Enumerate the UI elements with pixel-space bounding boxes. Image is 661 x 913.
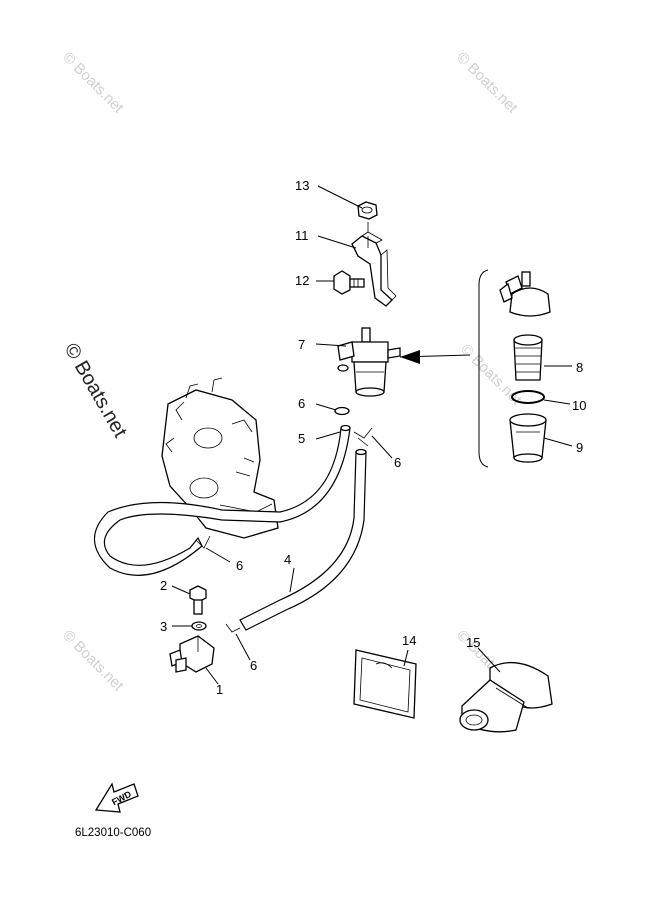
- fwd-arrow-icon: FWD: [94, 782, 139, 813]
- pointer-arrow-icon: [400, 350, 420, 364]
- clip-6-right: [353, 427, 373, 447]
- diagram-code: 6L23010-C060: [75, 827, 151, 839]
- callout-2: 2: [160, 578, 167, 593]
- callout-10: 10: [572, 398, 586, 413]
- watermark-large: © Boats.net: [60, 340, 132, 442]
- callout-12: 12: [295, 273, 309, 288]
- clips: [195, 406, 373, 633]
- callout-8: 8: [576, 360, 583, 375]
- callout-11: 11: [295, 228, 309, 243]
- callout-13: 13: [295, 178, 309, 193]
- part-10-o-ring: [511, 390, 545, 404]
- callout-9: 9: [576, 440, 583, 455]
- callout-7: 7: [298, 337, 305, 352]
- part-9-filter-cup: [509, 413, 547, 463]
- part-7-fuel-filter: [337, 327, 401, 397]
- clip-6-lower: [195, 535, 211, 549]
- part-12-screw: [333, 270, 365, 295]
- part-5-hose: [93, 424, 351, 576]
- callout-6-upper: 6: [298, 396, 305, 411]
- leader-lines: [171, 185, 573, 685]
- part-3-washer: [191, 621, 207, 631]
- callout-6-lower: 6: [236, 558, 243, 573]
- callout-5: 5: [298, 431, 305, 446]
- detail-filter-head: [499, 271, 551, 317]
- clip-6-upper: [334, 406, 350, 416]
- watermark-bottom-left: © Boats.net: [59, 627, 127, 695]
- callout-4: 4: [284, 552, 291, 567]
- detail-bracket: [399, 269, 489, 468]
- part-15-cover: [459, 662, 553, 733]
- callout-15: 15: [466, 635, 480, 650]
- callout-6-bottom: 6: [250, 658, 257, 673]
- part-14-label: [353, 649, 417, 719]
- part-4-hose: [239, 448, 367, 631]
- watermark-top-left: © Boats.net: [59, 49, 127, 117]
- part-11-bracket: [351, 231, 397, 307]
- clip-6-bottom: [225, 623, 241, 633]
- callouts: 13 11 12 7 6 5 6 6 4 2 3 6 1 8 10 9 14 1…: [160, 178, 586, 697]
- watermark-top-right: © Boats.net: [453, 49, 521, 117]
- part-1-joint: [169, 635, 215, 673]
- engine-block: [161, 377, 279, 539]
- callout-6-right: 6: [394, 455, 401, 470]
- callout-3: 3: [160, 619, 167, 634]
- callout-1: 1: [216, 682, 223, 697]
- part-2-bolt: [189, 585, 207, 615]
- part-13-nut: [357, 201, 378, 232]
- part-8-filter-element: [513, 334, 543, 381]
- callout-14: 14: [402, 633, 416, 648]
